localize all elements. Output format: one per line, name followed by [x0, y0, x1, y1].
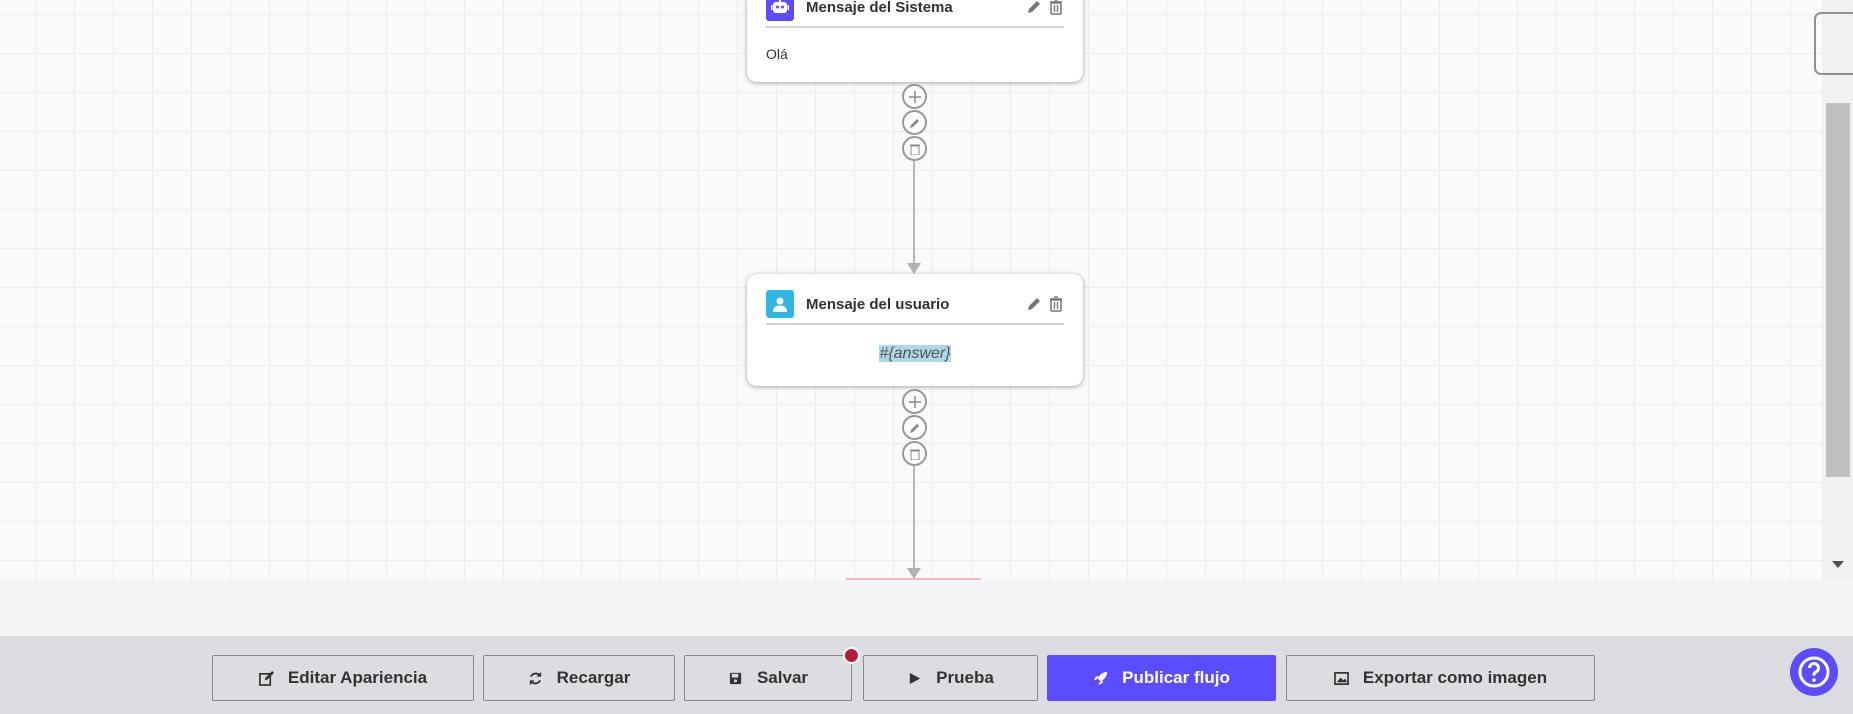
edit-connection-button[interactable] [902, 110, 927, 135]
delete-node-icon[interactable] [1048, 0, 1064, 15]
connector-line [913, 161, 915, 265]
refresh-icon [529, 671, 541, 685]
publish-flow-button[interactable]: Publicar flujo [1047, 655, 1276, 701]
next-node-edge [846, 578, 981, 580]
play-icon [909, 672, 921, 684]
connector-line [913, 466, 915, 570]
help-button[interactable] [1790, 648, 1838, 696]
node-header: Mensaje del Sistema [766, 0, 1064, 28]
export-image-button[interactable]: Exportar como imagen [1286, 655, 1595, 701]
node-header: Mensaje del usuario [766, 285, 1064, 325]
flow-canvas[interactable]: Mensaje del Sistema Olá Mensaje del usua… [0, 0, 1822, 580]
connector-arrow [907, 568, 921, 579]
save-icon [729, 672, 742, 684]
button-label: Editar Apariencia [287, 668, 428, 687]
edit-node-icon[interactable] [1026, 0, 1042, 15]
question-icon [1798, 656, 1830, 688]
connector-arrow [907, 263, 921, 274]
unsaved-changes-indicator [843, 647, 860, 664]
rocket-icon [1094, 671, 1108, 685]
save-button[interactable]: Salvar [684, 655, 852, 701]
node-user-message[interactable]: Mensaje del usuario #{answer} [747, 274, 1083, 386]
scroll-down-arrow-icon[interactable] [1832, 561, 1844, 568]
scrollbar-thumb[interactable] [1826, 103, 1850, 477]
node-system-message[interactable]: Mensaje del Sistema Olá [747, 0, 1083, 82]
add-node-button[interactable] [902, 389, 927, 414]
delete-connection-button[interactable] [902, 136, 927, 161]
edit-node-icon[interactable] [1026, 296, 1042, 312]
button-label: Prueba [936, 668, 994, 687]
button-label: Exportar como imagen [1362, 668, 1548, 687]
image-icon [1333, 671, 1349, 685]
button-label: Recargar [556, 668, 631, 687]
node-text: Olá [766, 46, 788, 62]
minimap[interactable] [1814, 12, 1853, 75]
edit-connection-button[interactable] [902, 415, 927, 440]
node-title: Mensaje del usuario [806, 295, 950, 313]
bottom-toolbar: Editar Apariencia Recargar Salvar Prueba… [0, 636, 1853, 714]
node-text: #{answer} [879, 345, 951, 362]
node-title: Mensaje del Sistema [806, 0, 953, 16]
button-label: Publicar flujo [1122, 668, 1230, 687]
user-icon [766, 290, 794, 318]
test-button[interactable]: Prueba [863, 655, 1038, 701]
add-node-button[interactable] [902, 84, 927, 109]
edit-appearance-button[interactable]: Editar Apariencia [212, 655, 474, 701]
delete-connection-button[interactable] [902, 441, 927, 466]
robot-icon [766, 0, 794, 21]
button-label: Salvar [756, 668, 809, 687]
reload-button[interactable]: Recargar [483, 655, 675, 701]
delete-node-icon[interactable] [1048, 296, 1064, 312]
edit-icon [258, 670, 274, 686]
